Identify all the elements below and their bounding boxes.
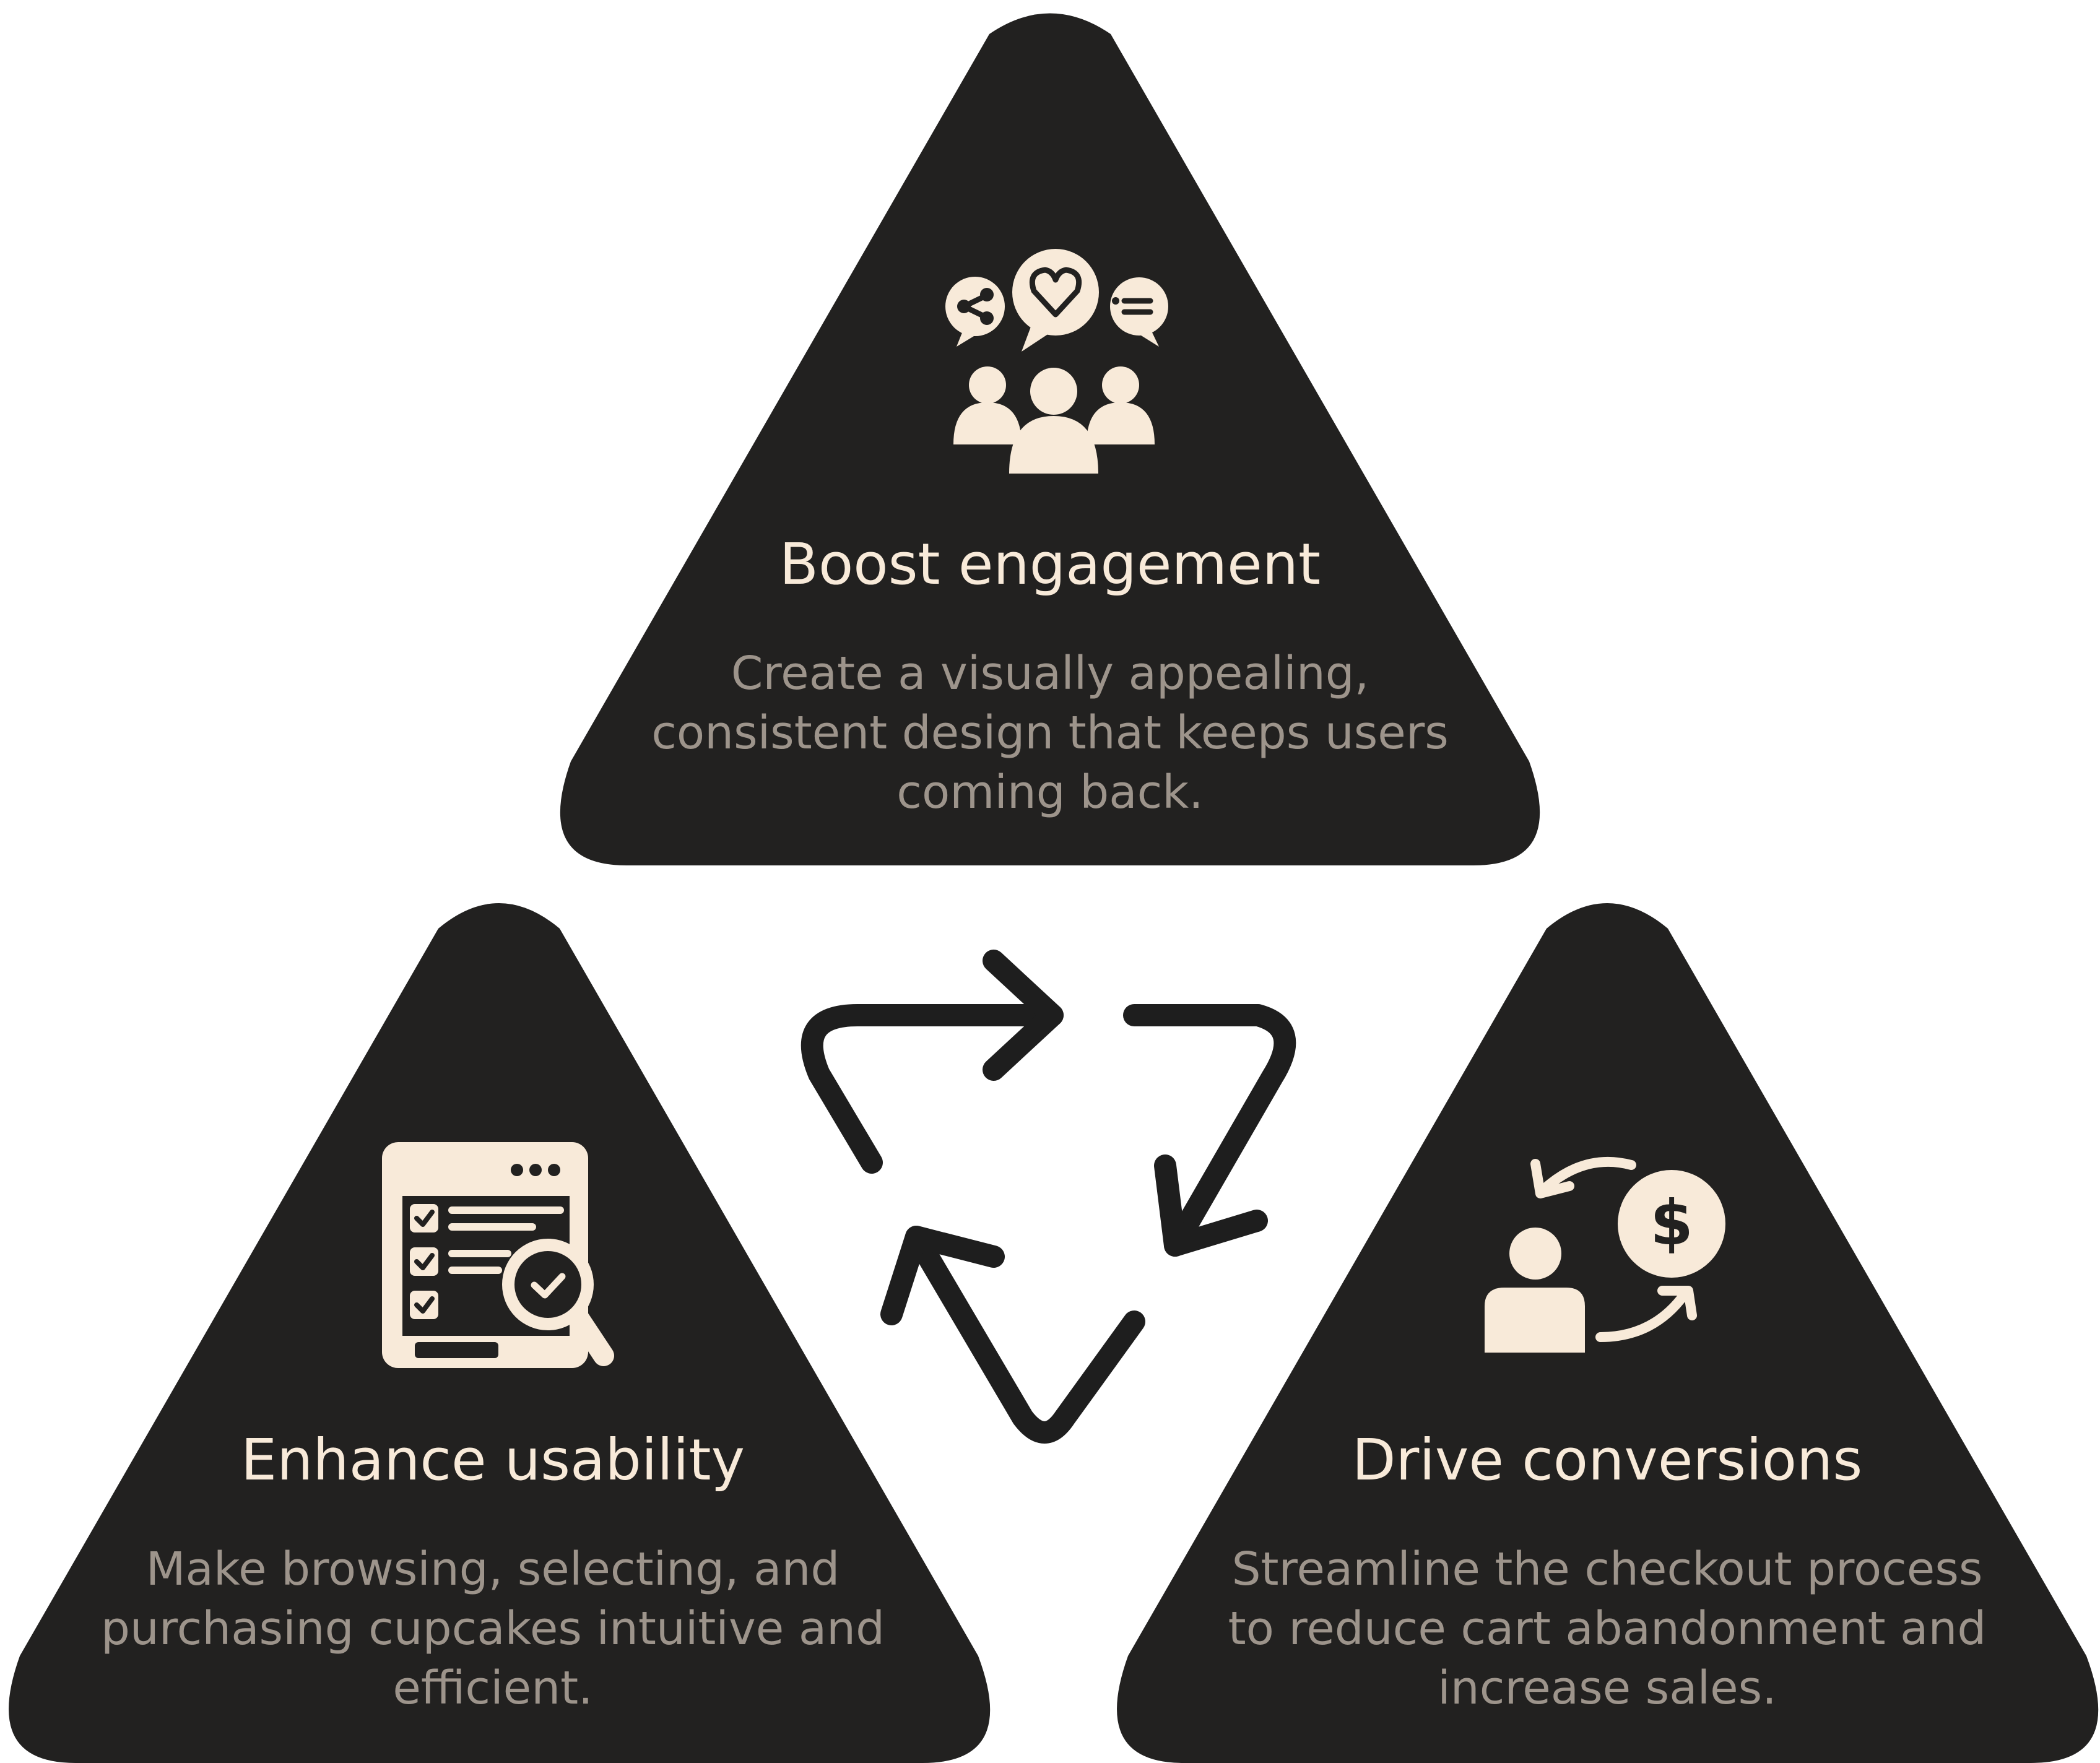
description-line: coming back. [896,766,1204,819]
user-money-exchange-icon[interactable]: $ [1485,1156,1725,1353]
description-line: increase sales. [1438,1661,1777,1715]
svg-text:$: $ [1650,1187,1693,1259]
share-node-dots [957,288,1119,325]
description-line: efficient. [393,1661,593,1715]
description-line: to reduce cart abandonment and [1228,1602,1987,1655]
checklist-search-icon[interactable] [382,1142,614,1368]
description-line: Create a visually appealing, [731,647,1369,700]
description-line: purchasing cupcakes intuitive and [100,1602,885,1655]
section-description-top: Create a visually appealing, consistent … [586,644,1514,822]
description-line: Streamline the checkout process [1231,1543,1983,1596]
section-description-right: Streamline the checkout process to reduc… [1174,1540,2041,1718]
community-engagement-icon [945,249,1168,474]
cycle-arrows-icon [801,950,1296,1444]
description-line: consistent design that keeps users [651,706,1449,760]
description-line: Make browsing, selecting, and [145,1543,840,1596]
section-title-top: Boost engagement [779,531,1321,597]
section-title-left: Enhance usability [240,1427,745,1493]
section-description-left: Make browsing, selecting, and purchasing… [59,1540,926,1718]
section-title-right: Drive conversions [1352,1427,1863,1493]
